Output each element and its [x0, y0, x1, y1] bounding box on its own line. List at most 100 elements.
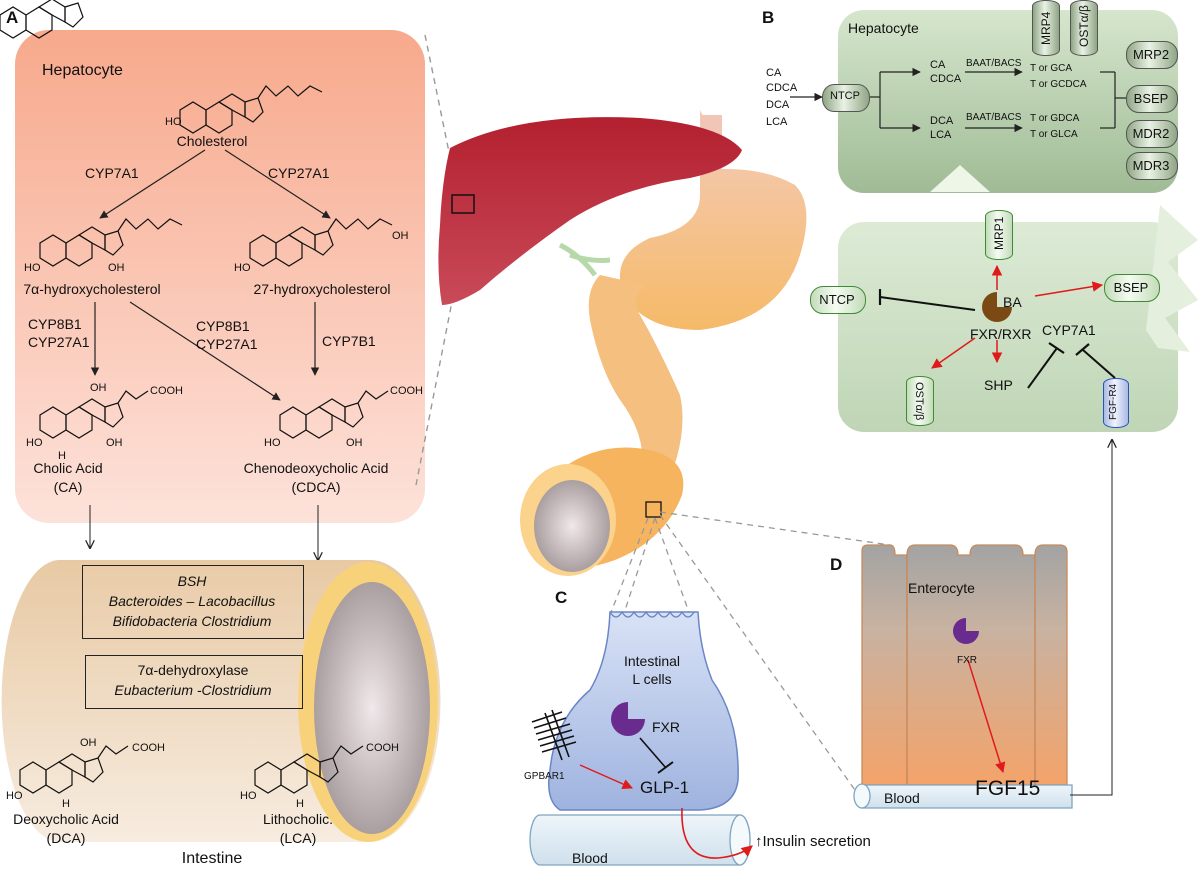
mrp4-label: MRP4: [1039, 11, 1053, 45]
glp1-label: GLP-1: [640, 778, 690, 797]
bsh-line-2: Bacteroides – Lacobacillus: [108, 593, 276, 609]
mrp2-transporter: [1126, 41, 1178, 69]
arrow-gpbar1-glp1: [579, 764, 633, 789]
liver: [438, 117, 742, 305]
conj-upper-2: T or GCDCA: [1030, 79, 1087, 90]
panel-label-a: A: [6, 8, 19, 27]
gpbar1-receptor: [531, 709, 577, 761]
ba-ligand: [982, 292, 1012, 322]
ca-ho: HO: [26, 437, 43, 449]
enzyme-cyp27a1: CYP27A1: [268, 165, 330, 181]
shp-label: SHP: [984, 377, 1013, 393]
dehydroxylase-line-1: 7α-dehydroxylase: [137, 662, 249, 678]
arrow-glp1-insulin: [681, 807, 753, 859]
enterocyte-layer: [861, 544, 1068, 786]
hepatocyte-a-region: [15, 30, 425, 523]
dca-oh-top: OH: [80, 737, 97, 749]
dca-ho: HO: [6, 790, 23, 802]
l-cell: [548, 611, 739, 811]
upper-product-2: CDCA: [930, 73, 962, 85]
bsh-line-3: Bifidobacteria Clostridium: [112, 613, 272, 629]
ca-h: H: [58, 450, 66, 462]
gut-lumen: [534, 480, 610, 572]
mrp2-label: MRP2: [1132, 47, 1170, 62]
mdr3-label: MDR3: [1132, 158, 1170, 173]
fxr-label-c: FXR: [652, 719, 680, 735]
hepatocyte-a-label: Hepatocyte: [42, 62, 123, 79]
inhibit-cyp-fgfr: [1082, 349, 1116, 379]
cholic-acid-label: Cholic Acid: [33, 460, 103, 476]
blood-label-c: Blood: [572, 850, 608, 866]
7a-side-chain: [117, 218, 183, 232]
enzyme-cyp27a1-cross: CYP27A1: [196, 336, 258, 352]
27-oh: OH: [392, 230, 409, 242]
stomach: [619, 110, 807, 330]
mdr2-label: MDR2: [1132, 126, 1170, 141]
lower-product-2: LCA: [930, 129, 952, 141]
gut-zoom-box: [645, 501, 662, 518]
duodenum: [588, 275, 683, 500]
zoom-line-c-left: [607, 517, 649, 621]
input-1: CA: [766, 67, 782, 79]
baat-lower: BAAT/BACS: [966, 112, 1022, 123]
enzyme-cyp8b1-cross: CYP8B1: [196, 318, 250, 334]
lca-label: Lithocholic.: [262, 811, 334, 827]
enterocyte-label: Enterocyte: [908, 580, 975, 596]
enzyme-cyp8b1-a: CYP8B1: [28, 316, 82, 332]
lca-h: H: [296, 798, 304, 810]
ntcp-label: NTCP: [830, 90, 860, 102]
bsep-label: BSEP: [1133, 91, 1169, 106]
bsep-regulated: [1104, 274, 1160, 302]
blood-vessel-d-end: [853, 783, 871, 809]
bile-ducts: [558, 242, 611, 277]
fxr-icon-d: [953, 618, 979, 644]
mdr3-transporter: [1126, 152, 1178, 180]
liver-zoom-box: [451, 194, 475, 214]
bsh-box: [82, 565, 304, 639]
arrow-fgf15-to-fgfr4: [1070, 440, 1112, 796]
panel-label-d: D: [830, 555, 843, 574]
27-side-chain: [327, 218, 393, 232]
cyp7a1-label: CYP7A1: [1042, 322, 1096, 338]
cdca-ho: HO: [264, 437, 281, 449]
ca-side-chain: [117, 390, 149, 404]
cdca-side-chain: [357, 390, 389, 404]
lca-abbr: (LCA): [279, 830, 317, 846]
mrp1-label: MRP1: [992, 216, 1006, 250]
blood-label-d: Blood: [884, 790, 920, 806]
ntcp-regulated: [810, 286, 866, 314]
burst-b1: [930, 165, 990, 192]
27-hydroxycholesterol-label: 27-hydroxycholesterol: [253, 281, 391, 297]
ost-reg-label: OSTα/β: [913, 382, 925, 421]
lower-product-1: DCA: [930, 115, 954, 127]
conj-upper-1: T or GCA: [1030, 63, 1073, 74]
zoom-line-c-right: [654, 517, 691, 616]
ca-cooh: COOH: [150, 385, 183, 397]
arrow-cyp27a1: [224, 149, 331, 219]
7a-oh: OH: [108, 262, 125, 274]
lca-ho: HO: [240, 790, 257, 802]
arrow-ost: [931, 337, 976, 369]
up-arrow-icon: ↑: [755, 833, 763, 850]
fgfr4-receptor: [1103, 378, 1129, 428]
hepatocyte-b-region: [838, 10, 1178, 193]
baat-upper: BAAT/BACS: [966, 58, 1022, 69]
insulin-secretion-label: ↑Insulin secretion: [755, 833, 871, 850]
fgfr4-label: FGF-R4: [1108, 383, 1119, 420]
inhibit-cyp-shp: [1027, 347, 1058, 389]
fxr-rxr-label: FXR/RXR: [970, 326, 1032, 342]
zoom-line-d-top: [659, 511, 891, 546]
enzyme-cyp7b1: CYP7B1: [322, 333, 376, 349]
cdca-label: Chenodeoxycholic Acid: [243, 460, 389, 476]
input-2: CDCA: [766, 82, 798, 94]
burst-b2: [1146, 205, 1198, 352]
input-4: LCA: [766, 116, 788, 128]
panel-label-b: B: [762, 8, 775, 27]
hepatocyte-b-label: Hepatocyte: [848, 20, 919, 36]
arrow-fxr-fgf15: [967, 659, 1006, 774]
dca-side-chain: [97, 745, 129, 759]
ca-oh: OH: [106, 437, 123, 449]
dca-abbr: (DCA): [46, 830, 86, 846]
dehydroxylase-box: [85, 655, 303, 709]
